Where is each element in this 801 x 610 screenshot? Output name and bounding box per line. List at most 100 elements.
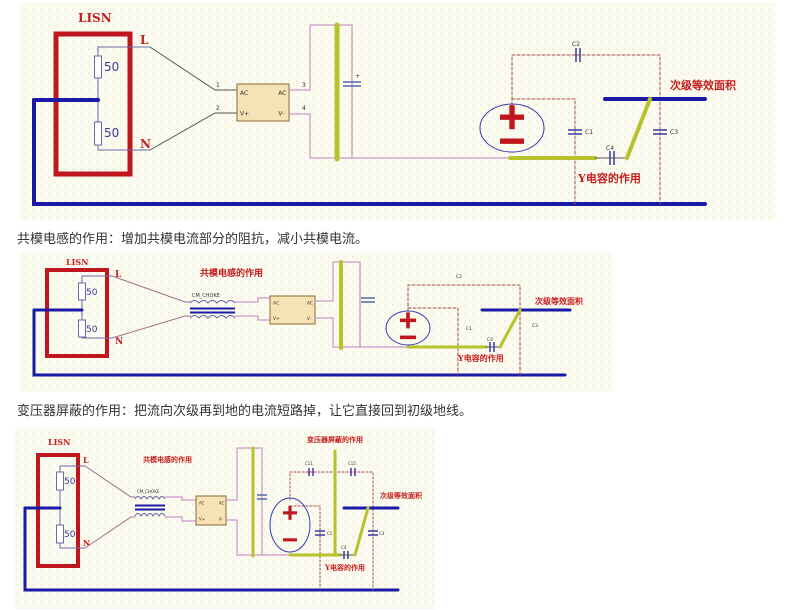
line-terminal-label: L [115, 270, 122, 280]
secondary-area-label: 次级等效面积 [535, 296, 583, 306]
bridge-vplus-label: V+ [199, 517, 205, 522]
line-wire [84, 465, 136, 498]
bridge-ac-label: AC [278, 90, 286, 97]
capacitor-label: C1 [466, 326, 472, 332]
choke-output-wire [164, 516, 197, 522]
choke-output-wire [234, 315, 271, 321]
neutral-wire [149, 112, 238, 151]
capacitor-label: C4 [606, 145, 614, 152]
caption-transformer-shield: 变压器屏蔽的作用：把流向次级再到地的电流短路掉，让它直接回到初级地线。 [17, 404, 473, 419]
resistor-50-ohm [56, 471, 64, 491]
bridge-vplus-label: V+ [273, 316, 280, 322]
parasitic-path-dashed [289, 505, 321, 591]
capacitor-polarity: + [355, 73, 360, 80]
choke-label: CM_CHOKE [137, 489, 160, 494]
bridge-vminus-label: V- [219, 517, 224, 522]
lisn-box [36, 453, 80, 568]
line-terminal-label: L [83, 455, 89, 465]
choke-role-label: 共模电感的作用 [200, 267, 263, 279]
bridge-ac-label: AC [219, 501, 225, 506]
resistor-50-ohm [78, 282, 86, 301]
choke-winding [134, 513, 166, 517]
bridge-vminus-label: V- [307, 316, 312, 322]
rectifier-bridge [269, 295, 316, 325]
capacitor-label: C4 [341, 545, 347, 550]
resistor-value: 50 [104, 126, 119, 140]
pin-label: 2 [216, 105, 220, 112]
bridge-ac-label: AC [240, 90, 248, 97]
capacitor-label: C1 [327, 531, 333, 536]
lisn-label: LISN [48, 437, 70, 447]
lisn-label: LISN [78, 11, 112, 25]
capacitor-label: C3 [532, 323, 538, 329]
neutral-terminal-label: N [140, 137, 151, 151]
bridge-vplus-label: V+ [240, 110, 249, 117]
neutral-terminal-label: N [115, 337, 123, 347]
choke-winding [189, 315, 236, 319]
capacitor-label: C3 [379, 531, 385, 536]
ground-wire [32, 308, 567, 377]
primary-wire [288, 24, 511, 159]
lisn-box [53, 31, 133, 177]
line-terminal-label: L [140, 33, 149, 47]
shield-role-label: 变压器屏蔽的作用 [307, 435, 363, 444]
choke-role-label: 共模电感的作用 [143, 455, 192, 464]
parasitic-path-dashed [511, 98, 576, 205]
lisn-label: LISN [66, 257, 88, 267]
noise-source-circle [479, 103, 545, 153]
ground-wire [23, 506, 400, 592]
resistor-50-ohm [56, 524, 64, 544]
bridge-vminus-label: V- [278, 110, 284, 117]
y-capacitor-label: Y电容的作用 [324, 563, 365, 572]
secondary-area-label: 次级等效面积 [380, 491, 422, 500]
secondary-trace [353, 506, 370, 557]
bridge-ac-label: AC [199, 501, 205, 506]
resistor-value: 50 [86, 288, 98, 298]
pin-label: 3 [302, 82, 306, 89]
lisn-wire [81, 275, 113, 339]
bridge-ac-label: AC [307, 300, 313, 306]
resistor-50-ohm [78, 319, 86, 338]
neutral-wire [111, 315, 191, 339]
capacitor-label: C1 [585, 129, 593, 136]
capacitor-label: C3 [670, 129, 678, 136]
choke-output-wire [164, 496, 197, 501]
bridge-ac-label: AC [273, 300, 279, 306]
neutral-wire [84, 516, 136, 549]
noise-source-circle [385, 310, 431, 346]
resistor-value: 50 [104, 60, 119, 74]
parasitic-path-dashed [407, 284, 521, 376]
ground-wire [32, 98, 707, 206]
resistor-value: 50 [86, 325, 98, 335]
lisn-box [45, 268, 109, 358]
primary-wire [314, 261, 409, 348]
noise-source-circle [269, 497, 311, 553]
primary-wire [288, 113, 353, 159]
resistor-value: 50 [64, 530, 76, 540]
secondary-trace [625, 97, 652, 160]
resistor-value: 50 [64, 477, 76, 487]
resistor-50-ohm [94, 55, 102, 79]
pin-label: 4 [302, 105, 306, 112]
resistor-50-ohm [94, 121, 102, 146]
capacitor-label: C4 [487, 337, 493, 343]
capacitor-label: C2 [456, 274, 462, 280]
primary-wire [225, 447, 291, 556]
secondary-trace [498, 308, 522, 349]
neutral-terminal-label: N [83, 538, 90, 548]
choke-winding [134, 496, 166, 500]
capacitor-label: C2 [572, 41, 580, 48]
y-capacitor-label: Y电容的作用 [457, 353, 504, 363]
line-wire [111, 275, 191, 303]
parasitic-path-dashed [407, 307, 459, 376]
capacitor-label: C15 [348, 461, 356, 466]
caption-common-mode-choke: 共模电感的作用：增加共模电流部分的阻抗，减小共模电流。 [17, 232, 369, 247]
rectifier-bridge [236, 83, 290, 122]
primary-wire [225, 519, 263, 556]
choke-output-wire [234, 297, 271, 303]
diagram-background [20, 2, 776, 220]
rectifier-bridge [195, 495, 227, 526]
